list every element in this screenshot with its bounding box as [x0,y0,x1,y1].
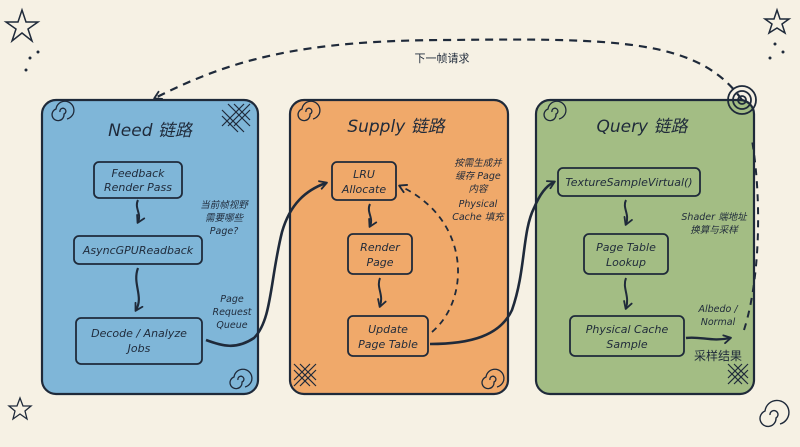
box-line: Render [360,241,401,254]
lru-allocate-box: LRU Allocate [331,161,397,201]
flow-arrow [623,199,633,226]
box-line: Render Pass [104,181,172,194]
note-line: Shader 端地址 [681,212,748,223]
star-doodle-icon [3,7,41,44]
render-page-box: Render Page [347,233,413,275]
box-line: Jobs [126,342,151,355]
albedo-label: Albedo / Normal [697,304,739,328]
note-line: 需要哪些 [205,213,245,224]
crosshatch-icon [727,363,749,385]
supply-panel: Supply 链路 LRU Allocate Render Page Updat… [288,98,510,396]
asyncgpureadback-box: AsyncGPUReadback [73,235,203,265]
loop-label: 下一帧请求 [415,51,470,65]
note-line: 当前帧视野 [200,199,249,211]
note-line: Page? [210,226,238,237]
need-note: 当前帧视野 需要哪些 Page? [200,199,249,237]
connector-label-line: Normal [701,317,736,328]
page-request-label: Page Request Queue [212,294,252,331]
note-line: 缓存 Page [455,171,501,182]
update-page-table-box: Update Page Table [347,315,429,357]
decode-analyze-jobs-box: Decode / Analyze Jobs [75,317,203,365]
dot-doodle-icon [24,42,785,72]
supply-note: 按需生成并 缓存 Page 内容 Physical Cache 填充 [452,157,505,223]
swirl-icon [51,100,75,122]
need-panel-title: Need 链路 [108,121,194,141]
flow-arrow [135,199,146,224]
note-line: 按需生成并 [454,157,503,169]
box-line: Lookup [606,256,646,269]
swirl-icon [297,100,321,122]
box-line: Feedback [112,167,166,180]
swirl-icon [543,100,567,122]
box-line: Physical Cache [586,323,669,336]
box-line: Page Table [358,338,418,351]
flow-arrow [367,203,378,228]
connector-label-line: Page [220,294,244,305]
flow-arrow [134,267,144,312]
box-line: Allocate [341,183,386,196]
flow-arrow [623,277,633,310]
connector-label-line: Queue [216,320,247,331]
query-panel: Query 链路 TextureSampleVirtual() Page Tab… [534,98,756,396]
loop-origin-swirl-icon [727,85,757,115]
connector-label-line: Request [212,307,252,318]
star-doodle-icon [762,7,792,35]
box-line: LRU [353,168,375,181]
box-line: TextureSampleVirtual() [565,176,692,189]
loop-return-line [743,139,760,331]
star-doodle-icon [7,396,33,421]
supply-panel-title: Supply 链路 [347,117,446,137]
page-table-to-query-arrow [429,180,556,346]
sample-result-label: 采样结果 [694,348,742,363]
connector-label-line: Albedo / [697,304,739,315]
box-line: Page [366,256,393,269]
swirl-icon [229,368,253,390]
sample-output-arrow [685,334,732,345]
box-line: AsyncGPUReadback [82,244,194,257]
crosshatch-icon [293,363,317,387]
box-line: Sample [606,338,647,351]
note-line: 换算与采样 [690,224,739,236]
page-table-lookup-box: Page Table Lookup [583,233,669,275]
next-frame-loop-arrow [153,38,743,101]
physical-cache-sample-box: Physical Cache Sample [569,315,685,357]
query-note: Shader 端地址 换算与采样 [681,212,748,236]
feedback-render-pass-box: Feedback Render Pass [93,161,183,199]
box-line: Page Table [596,241,656,254]
query-panel-title: Query 链路 [596,117,689,137]
page-request-arrow [205,180,328,348]
need-panel: Need 链路 Feedback Render Pass AsyncGPURea… [40,98,260,396]
note-line: 内容 [468,183,489,195]
note-line: Cache 填充 [452,211,505,223]
swirl-icon [481,368,505,390]
box-line: Decode / Analyze [91,327,187,340]
crosshatch-icon [221,103,251,133]
texturesamplevirtual-box: TextureSampleVirtual() [557,167,701,197]
refill-arrow [398,184,459,333]
swirl-doodle-icon [759,399,790,428]
flow-arrow [377,277,387,308]
box-line: Update [368,323,408,336]
note-line: Physical [459,199,498,210]
